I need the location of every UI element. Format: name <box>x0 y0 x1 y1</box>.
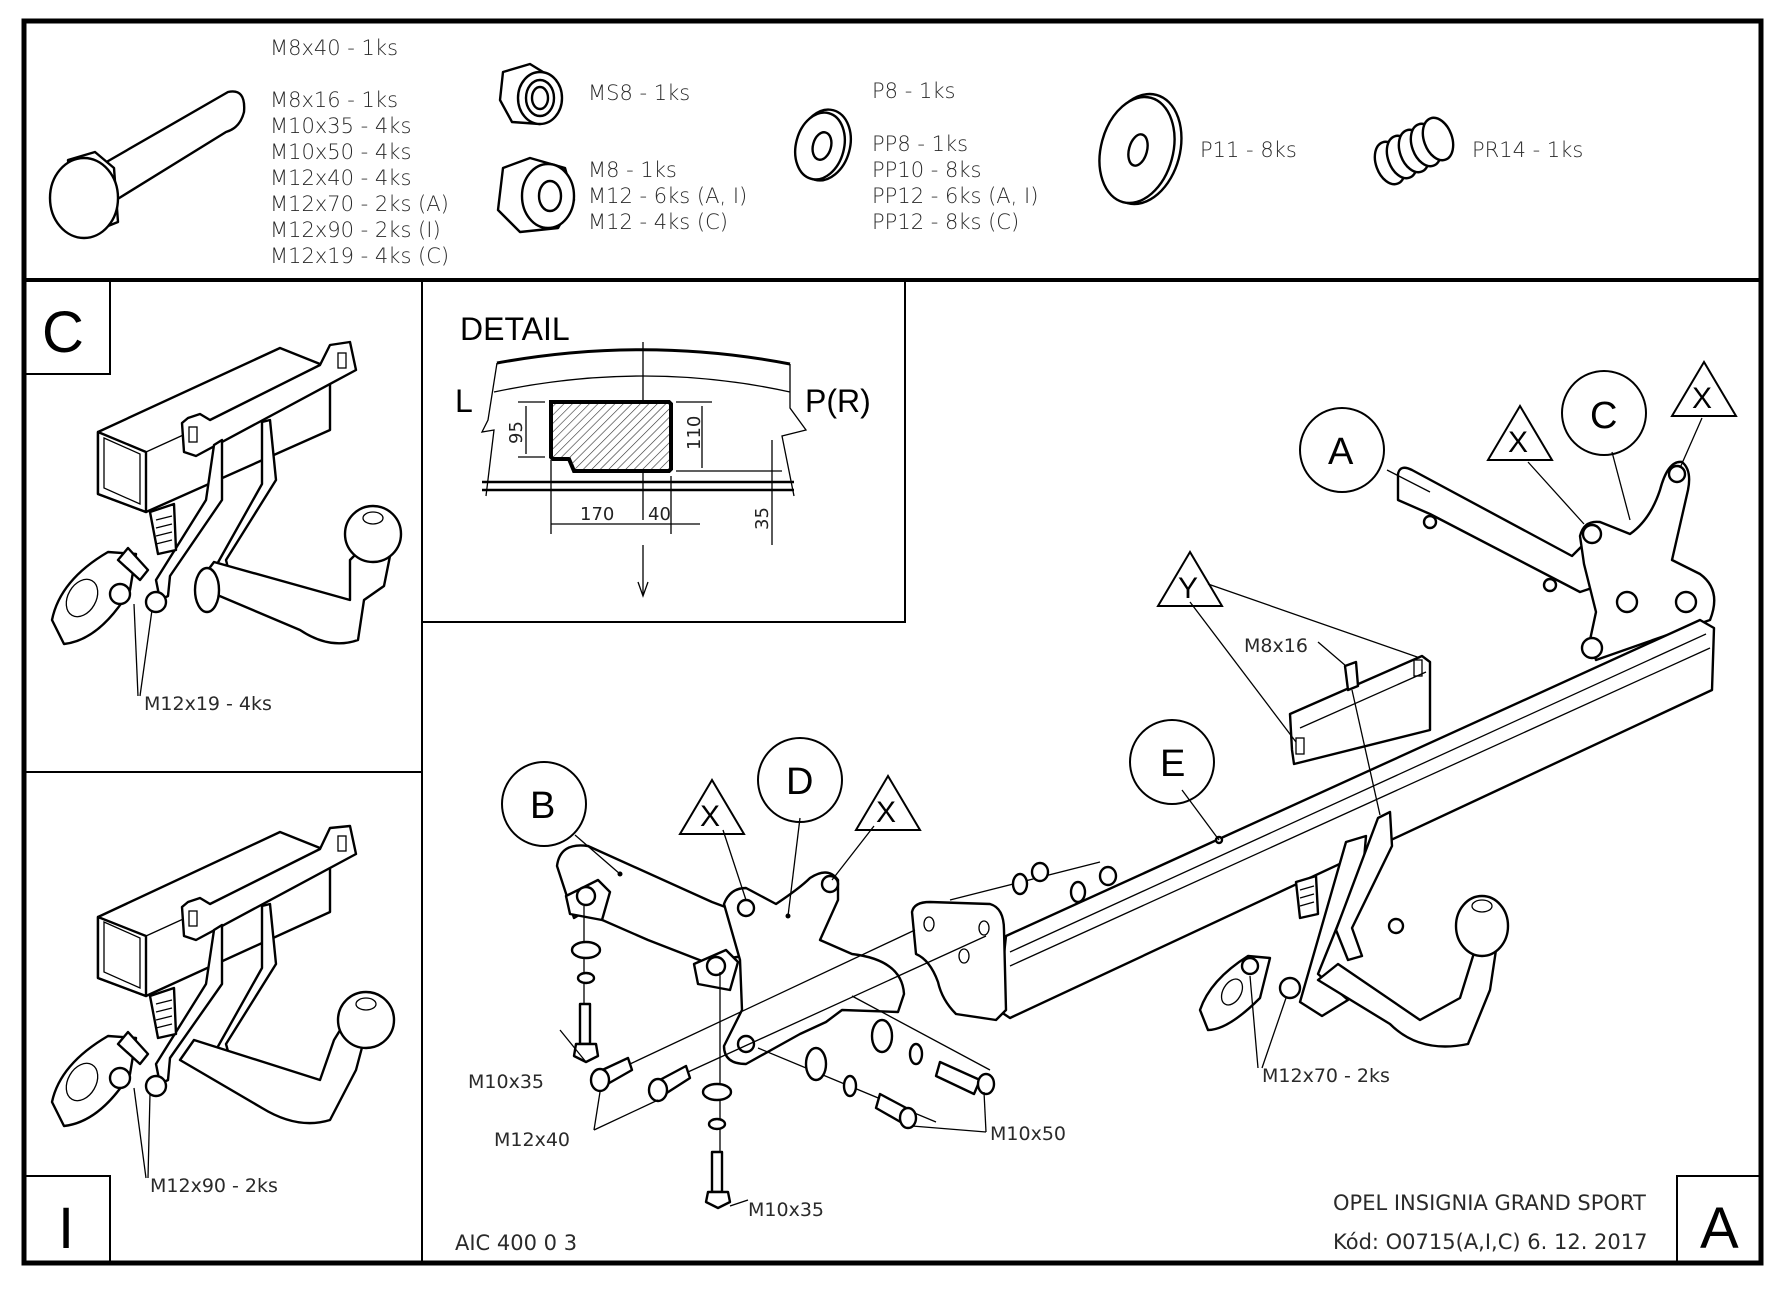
bolt-item: M12x19 - 4ks (C) <box>270 244 449 268</box>
code-date: Kód: O0715(A,I,C) 6. 12. 2017 <box>1333 1230 1648 1254</box>
variant-a-bolt-callout: M12x70 - 2ks <box>1262 1065 1390 1087</box>
variant-i-label: I <box>58 1196 74 1261</box>
bolt-item: M8x40 - 1ks <box>270 36 398 60</box>
label-m8x16: M8x16 <box>1244 635 1308 657</box>
washer-item: P8 - 1ks <box>872 79 955 103</box>
variant-c-label: C <box>42 300 84 365</box>
bolt-list: M8x40 - 1ks M8x16 - 1ks M10x35 - 4ks M10… <box>270 36 449 268</box>
svg-text:A: A <box>1328 431 1354 473</box>
label-m12x40: M12x40 <box>494 1129 570 1151</box>
variant-i-box <box>23 1175 111 1264</box>
svg-text:E: E <box>1160 743 1185 785</box>
hex-bolt-icon <box>48 90 246 240</box>
dim-110: 110 <box>684 416 705 450</box>
label-m10x50: M10x50 <box>990 1123 1066 1145</box>
lock-nut-icon <box>498 62 564 126</box>
svg-text:X: X <box>1692 382 1712 415</box>
dim-40: 40 <box>648 504 671 525</box>
washer-item: PP12 - 6ks (A, I) <box>872 184 1038 208</box>
drawing-number: AIC 400 0 3 <box>455 1231 577 1255</box>
callout-b: B <box>501 761 587 847</box>
marker-x: X <box>1670 360 1738 417</box>
callout-a: A <box>1299 407 1385 493</box>
washer-item: PP8 - 1ks <box>872 132 968 156</box>
svg-text:X: X <box>700 800 720 833</box>
large-washer-icon <box>1098 92 1183 206</box>
label-m10x35: M10x35 <box>748 1199 824 1221</box>
leader-line <box>1351 689 1381 816</box>
svg-text:X: X <box>876 796 896 829</box>
variant-i-towbar <box>50 824 396 1128</box>
spring-washer-icon <box>1373 116 1455 186</box>
part-a-towbar <box>1198 810 1510 1048</box>
dim-170: 170 <box>580 504 614 525</box>
marker-x: X <box>1486 404 1554 461</box>
dim-95: 95 <box>506 421 527 444</box>
leader-line <box>139 609 153 697</box>
variant-c-bolt-callout: M12x19 - 4ks <box>144 693 272 715</box>
callout-c: C <box>1561 370 1647 456</box>
part-c-bracket <box>1578 460 1716 662</box>
hex-nut-icon <box>496 156 576 234</box>
callout-d: D <box>757 737 843 823</box>
outer-border <box>21 18 1764 1266</box>
crossbar-end-plate <box>910 900 1008 1022</box>
part-a-arm <box>1396 466 1606 594</box>
variant-a-box <box>1676 1175 1762 1264</box>
detail-left-label: L <box>455 383 473 419</box>
nut-item: M12 - 6ks (A, I) <box>588 184 747 208</box>
bolt-item: M12x70 - 2ks (A) <box>270 192 449 216</box>
bolt-item: M8x16 - 1ks <box>270 88 398 112</box>
washer-item: PP12 - 8ks (C) <box>872 210 1019 234</box>
marker-x: X <box>678 778 746 835</box>
dim-35: 35 <box>752 507 773 530</box>
lock-nut-label: MS8 - 1ks <box>588 81 690 105</box>
detail-box <box>421 279 906 623</box>
detail-title: DETAIL <box>460 311 570 347</box>
bar-cross-section-hatch <box>553 404 669 469</box>
svg-text:B: B <box>530 785 555 827</box>
detail-dimension-lines <box>518 401 782 598</box>
detail-right-label: P(R) <box>805 383 871 419</box>
part-d-bracket <box>722 871 906 1066</box>
variant-a-label: A <box>1700 1196 1739 1261</box>
variant-c-box <box>23 279 111 375</box>
leader-line <box>1261 997 1287 1069</box>
bolt-item: M12x40 - 4ks <box>270 166 411 190</box>
marker-y: Y <box>1156 550 1224 607</box>
marker-x: X <box>854 774 922 831</box>
leader-line <box>133 1087 147 1179</box>
assembly-leaders <box>559 417 1703 1207</box>
vehicle-name: OPEL INSIGNIA GRAND SPORT <box>1333 1191 1646 1215</box>
callout-e: E <box>1129 719 1215 805</box>
large-washer-label: P11 - 8ks <box>1200 138 1297 162</box>
label-m10x35: M10x35 <box>468 1071 544 1093</box>
fastener-stack <box>570 861 1118 1210</box>
washer-item: PP10 - 8ks <box>872 158 981 182</box>
leader-line <box>133 603 139 697</box>
leader-line <box>1249 975 1259 1069</box>
bolt-item: M10x50 - 4ks <box>270 140 411 164</box>
svg-text:X: X <box>1508 426 1528 459</box>
washer-icon <box>794 108 852 182</box>
svg-text:D: D <box>786 761 813 803</box>
svg-text:Y: Y <box>1178 572 1198 605</box>
nut-item: M8 - 1ks <box>588 158 677 182</box>
nut-item: M12 - 4ks (C) <box>588 210 728 234</box>
spring-label: PR14 - 1ks <box>1472 138 1583 162</box>
m8-bolt-icon <box>1343 660 1360 692</box>
variant-i-bolt-callout: M12x90 - 2ks <box>150 1175 278 1197</box>
bolt-item: M10x35 - 4ks <box>270 114 411 138</box>
part-y-bracket <box>1288 654 1432 766</box>
part-b-bracket <box>555 844 762 992</box>
leader-line <box>147 1093 151 1179</box>
svg-text:C: C <box>1590 395 1617 437</box>
bolt-item: M12x90 - 2ks (I) <box>270 218 441 242</box>
variant-c-towbar <box>50 340 403 646</box>
